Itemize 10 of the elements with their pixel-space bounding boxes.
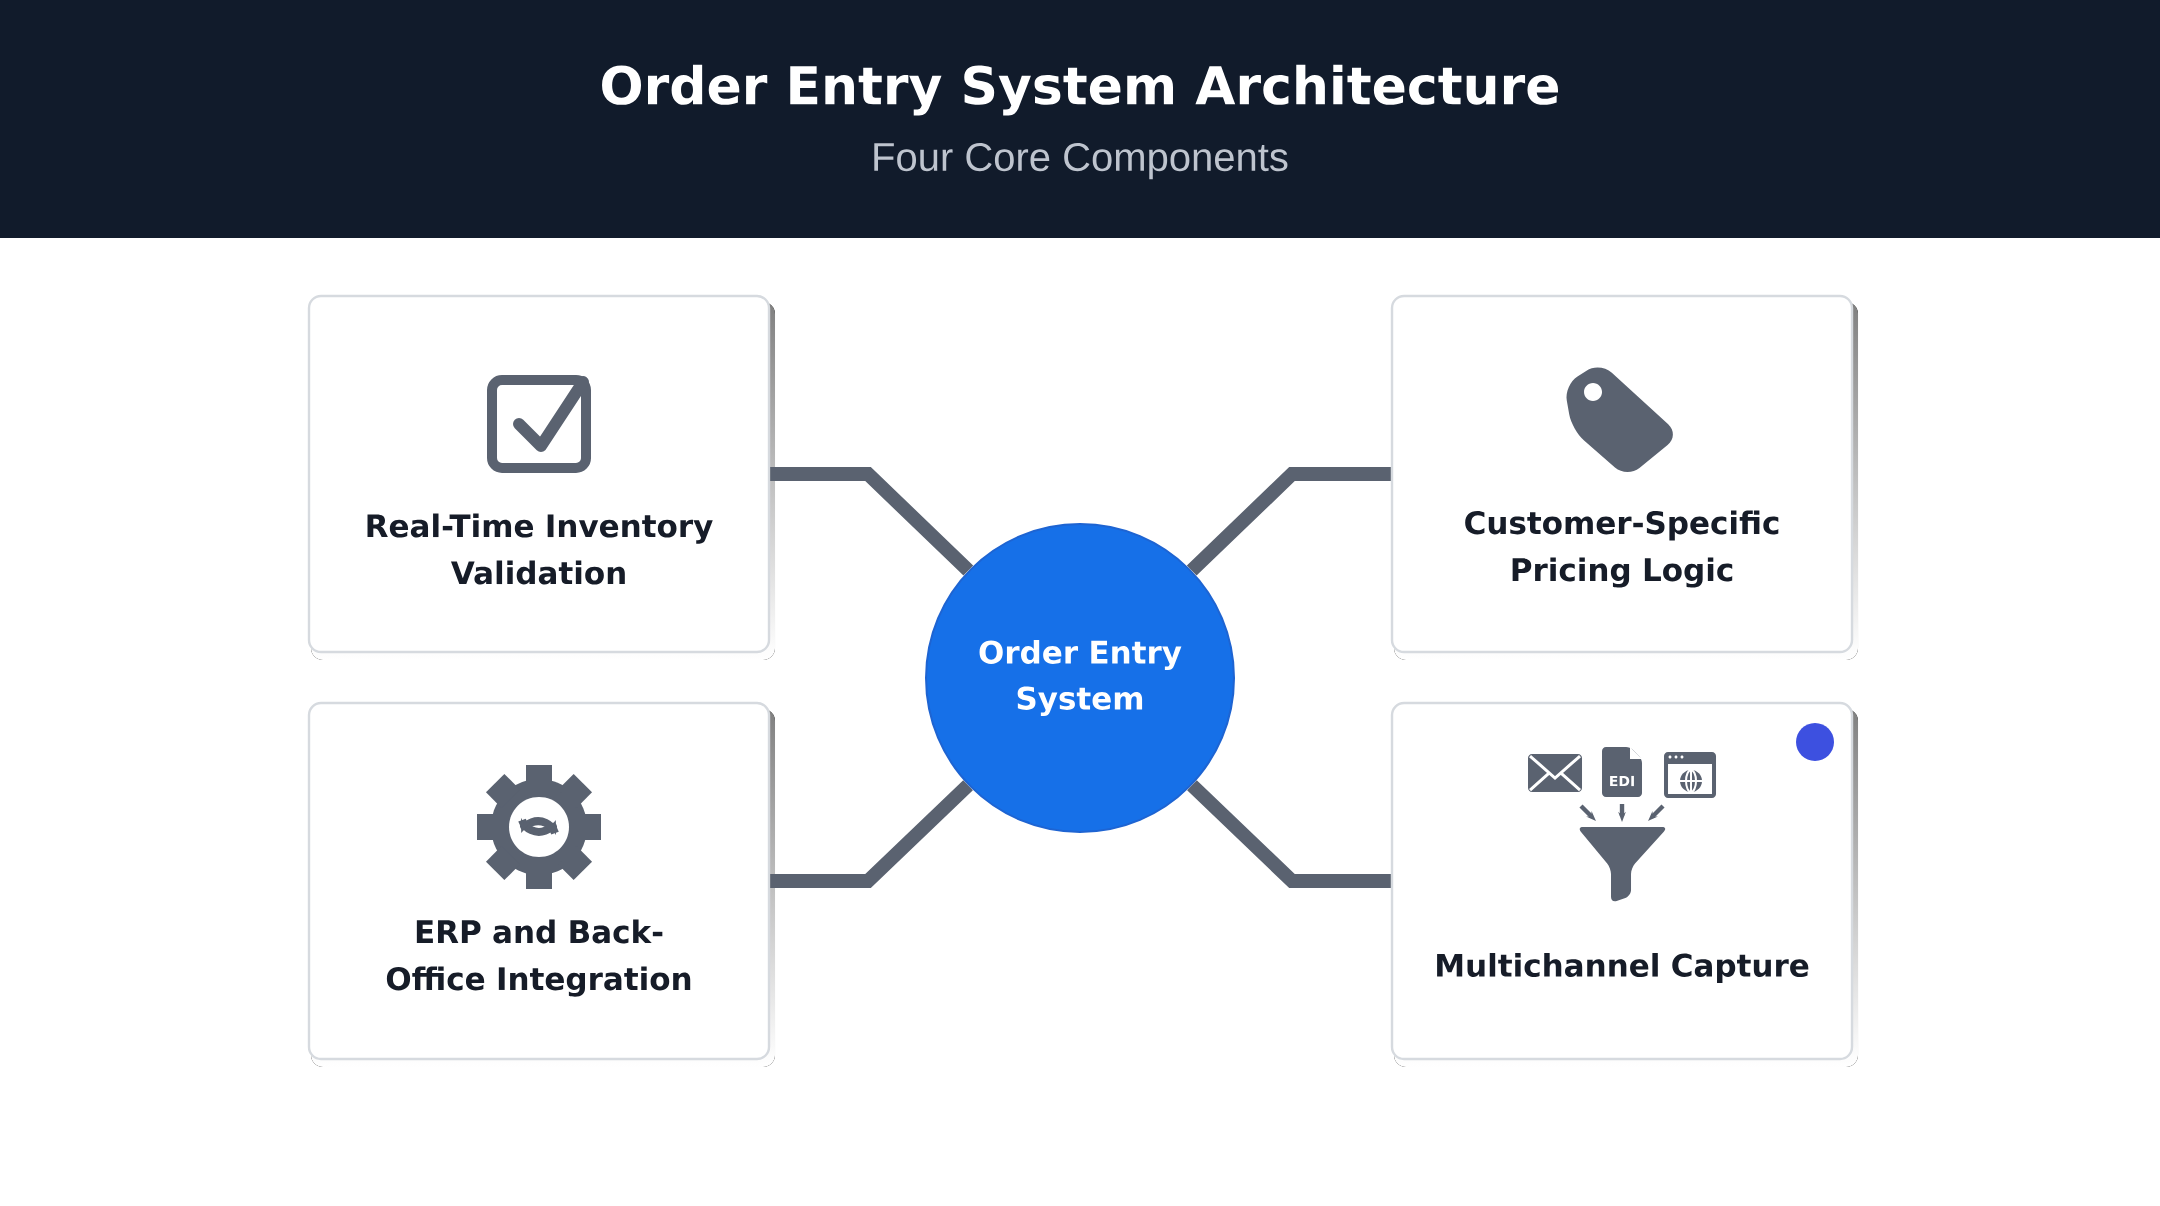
subtitle: Four Core Components [874,142,1288,180]
title: Order Entry System Architecture [602,64,1558,116]
connector [770,780,973,888]
component-card: ERP and Back-Office Integration [307,701,775,1067]
component-card: Real-Time Inventory Validation [307,294,775,660]
connector [1187,780,1391,888]
connector [770,467,974,576]
connector [1186,467,1391,576]
component-card: Customer-Specific Pricing Logic [1390,294,1858,660]
multichannel-drawing: EDI [1528,747,1716,902]
